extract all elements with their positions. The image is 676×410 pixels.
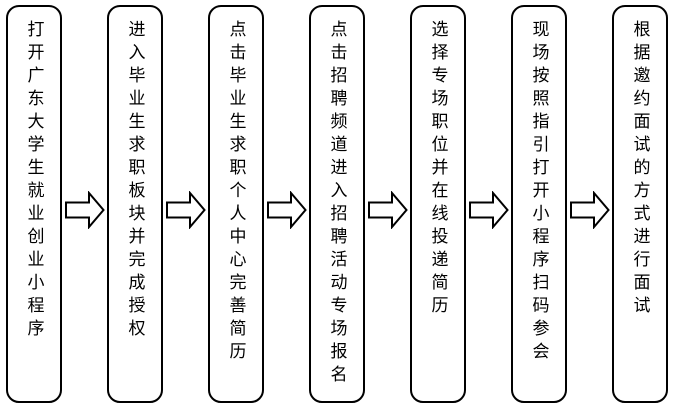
arrow-right-icon [569, 191, 610, 229]
flow-step-label: 进入毕业生求职板块并完成授权 [125, 20, 145, 342]
flow-connector [62, 5, 107, 403]
flow-step-label: 点击招聘频道进入招聘活动专场报名 [327, 20, 347, 388]
flow-step-box: 点击毕业生求职个人中心完善简历 [208, 5, 264, 403]
arrow-right-icon [266, 191, 307, 229]
flow-step-label: 打开广东大学生就业创业小程序 [24, 20, 44, 342]
arrow-right-icon [64, 191, 105, 229]
flow-step-box: 进入毕业生求职板块并完成授权 [107, 5, 163, 403]
flow-step-box: 点击招聘频道进入招聘活动专场报名 [309, 5, 365, 403]
flow-connector [365, 5, 410, 403]
arrow-right-icon [367, 191, 408, 229]
flow-connector [567, 5, 612, 403]
flow-step-box: 现场按照指引打开小程序扫码参会 [511, 5, 567, 403]
flow-step-box: 选择专场职位并在线投递简历 [410, 5, 466, 403]
flow-step-label: 点击毕业生求职个人中心完善简历 [226, 20, 246, 365]
flow-step-box: 打开广东大学生就业创业小程序 [6, 5, 62, 403]
flow-step-box: 根据邀约面试的方式进行面试 [612, 5, 668, 403]
flow-step-label: 选择专场职位并在线投递简历 [428, 20, 448, 319]
flow-step-label: 根据邀约面试的方式进行面试 [630, 20, 650, 319]
flow-connector [163, 5, 208, 403]
flow-step-label: 现场按照指引打开小程序扫码参会 [529, 20, 549, 365]
flow-connector [466, 5, 511, 403]
arrow-right-icon [468, 191, 509, 229]
arrow-right-icon [165, 191, 206, 229]
flow-connector [264, 5, 309, 403]
